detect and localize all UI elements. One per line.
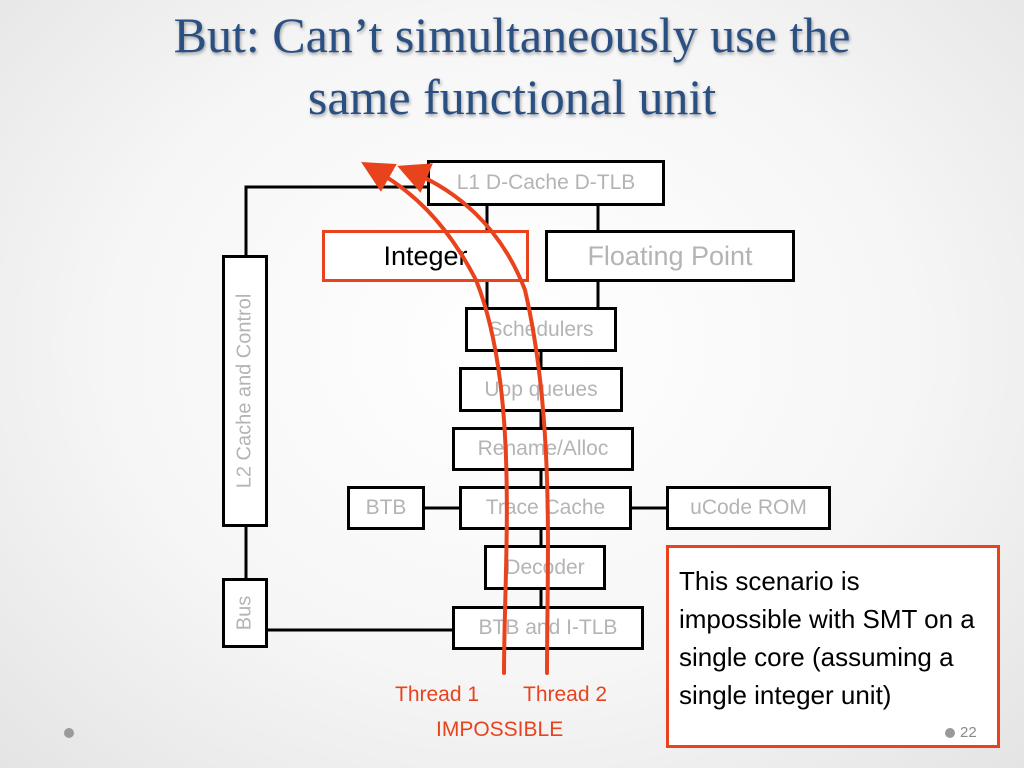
thread-1-arrow (361, 162, 509, 675)
integer-unit-box: Integer (322, 230, 529, 282)
impossible-label: IMPOSSIBLE (436, 718, 564, 741)
floating-point-box: Floating Point (545, 230, 795, 282)
thread-2-arrow (397, 163, 550, 675)
l1-dcache-dtlb-box: L1 D-Cache D-TLB (427, 160, 665, 206)
thread-1-label: Thread 1 (395, 683, 480, 706)
thread-2-label: Thread 2 (523, 683, 608, 706)
l2-cache-control-box: L2 Cache and Control (222, 255, 268, 527)
btb-box: BTB (347, 486, 425, 530)
title-line-1: But: Can’t simultaneously use the (173, 7, 851, 63)
ucode-rom-box: uCode ROM (666, 486, 831, 530)
page-number: 22 (960, 724, 977, 741)
trace-cache-box: Trace Cache (459, 486, 632, 530)
scenario-note-box: This scenario is impossible with SMT on … (666, 545, 1000, 748)
slide-title: But: Can’t simultaneously use the same f… (40, 4, 984, 128)
right-bullet-dot (945, 728, 955, 738)
scenario-note-text: This scenario is impossible with SMT on … (679, 566, 975, 710)
left-bullet-dot (64, 728, 74, 738)
title-line-2: same functional unit (307, 69, 717, 125)
bus-box: Bus (222, 578, 268, 648)
